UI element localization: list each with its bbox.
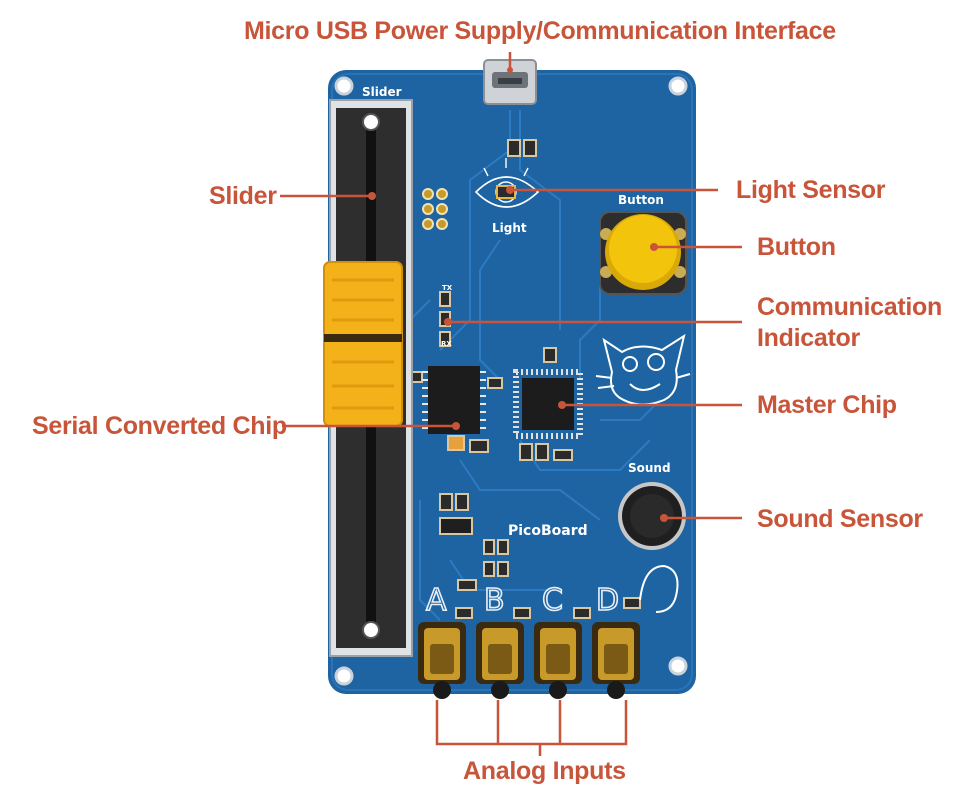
jack-d [592, 622, 640, 699]
jack-b [476, 622, 524, 699]
slider-knob [324, 262, 402, 426]
callout-serial-chip: Serial Converted Chip [32, 412, 287, 440]
header-pins [422, 188, 448, 230]
port-label-b: B [484, 583, 505, 618]
mounting-holes [334, 76, 688, 686]
jack-a [418, 622, 466, 699]
slider-component [323, 99, 413, 657]
micro-usb-connector [483, 59, 537, 105]
callout-sound-sensor: Sound Sensor [757, 505, 923, 533]
callout-master-chip: Master Chip [757, 391, 897, 419]
slider-board-label: Slider [362, 85, 402, 99]
push-button-component [599, 211, 687, 295]
callout-analog-inputs: Analog Inputs [463, 757, 626, 785]
smd-components [407, 139, 641, 619]
callout-comm-indicator-line2: Indicator [757, 324, 860, 352]
board-name-label: PicoBoard [508, 523, 588, 539]
tx-label: TX [442, 284, 453, 292]
ear-icon [639, 564, 679, 613]
rx-label: RX [441, 340, 452, 348]
callout-slider: Slider [209, 182, 277, 210]
port-label-a: A [426, 583, 447, 618]
microphone-component [618, 482, 686, 550]
analog-input-jacks [418, 622, 640, 699]
callout-light-sensor: Light Sensor [736, 176, 886, 204]
light-label: Light [492, 221, 527, 235]
button-board-label: Button [618, 193, 664, 207]
callout-dots [368, 67, 668, 522]
port-label-d: D [596, 583, 619, 618]
callout-button: Button [757, 233, 836, 261]
scratch-cat-icon [595, 333, 691, 406]
leader-analog [435, 700, 628, 756]
callout-comm-indicator-line1: Communication [757, 293, 942, 321]
jack-c [534, 622, 582, 699]
sound-label: Sound [628, 461, 671, 475]
callout-usb: Micro USB Power Supply/Communication Int… [244, 17, 836, 45]
port-label-c: C [542, 583, 563, 618]
